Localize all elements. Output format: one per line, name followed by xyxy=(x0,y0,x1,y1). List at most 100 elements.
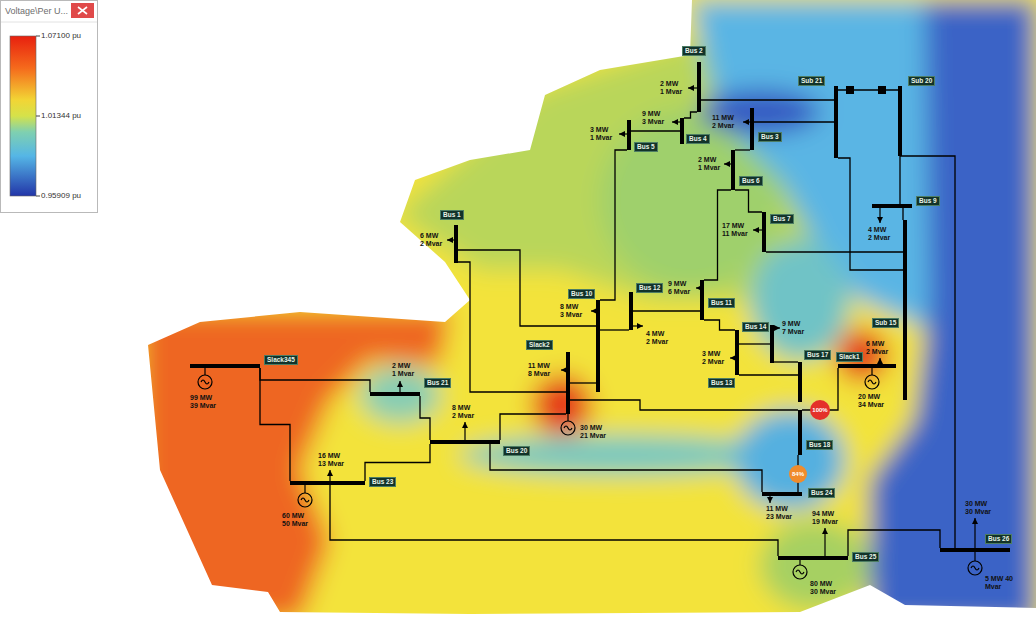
bus-name-tag: Sub 15 xyxy=(872,318,899,328)
transmission-line xyxy=(735,149,750,150)
bus-name-tag: Bus 5 xyxy=(634,142,658,152)
bus-bar: Bus 4 xyxy=(680,118,684,144)
bus-name-tag: Bus 10 xyxy=(568,289,595,299)
legend-title: Voltage\Per U... xyxy=(5,6,68,16)
flow-percent: 100% xyxy=(812,407,827,414)
bus-bar: Slack345 xyxy=(190,364,260,368)
power-value: 8 MW 2 Mvar xyxy=(452,404,476,420)
load-arrow xyxy=(672,121,680,122)
contour-mid xyxy=(760,520,870,610)
load-arrow xyxy=(753,229,762,230)
transmission-line xyxy=(704,320,735,330)
load-arrow xyxy=(619,133,627,134)
power-value: 9 MW 6 Mvar xyxy=(668,280,692,296)
power-value: 80 MW 30 Mvar xyxy=(810,580,838,596)
generator-symbol xyxy=(561,421,575,435)
bus-bar: Bus 5 xyxy=(627,120,631,150)
bus-bar: Bus 3 xyxy=(750,108,754,150)
bus-name-tag: Bus 12 xyxy=(636,283,663,293)
contour-low xyxy=(870,0,1036,625)
bus-name-tag: Bus 7 xyxy=(770,214,794,224)
bus-name-tag: Bus 3 xyxy=(758,132,782,142)
power-value: 8 MW 3 Mvar xyxy=(560,303,584,319)
generator-wave xyxy=(971,566,979,570)
bus-name-tag: Bus 9 xyxy=(916,196,940,206)
bus-name-tag: Bus 25 xyxy=(852,552,879,562)
contour-high xyxy=(140,310,450,620)
bus-bar: Bus 26 xyxy=(940,548,1010,552)
bus-bar: Slack1 xyxy=(838,364,896,368)
transmission-line xyxy=(260,368,290,481)
power-value: 6 MW 2 Mvar xyxy=(420,232,444,248)
generator-wave xyxy=(301,498,309,502)
transmission-line xyxy=(684,112,697,118)
load-arrow xyxy=(399,381,400,392)
breaker-symbol xyxy=(846,86,854,94)
bus-name-tag: Bus 13 xyxy=(708,378,735,388)
load-arrow xyxy=(974,518,975,548)
load-arrow xyxy=(724,163,731,164)
bus-bar: Bus 24 xyxy=(762,492,802,496)
transmission-line xyxy=(458,250,596,326)
breaker-symbol xyxy=(878,86,886,94)
power-value: 11 MW 23 Mvar xyxy=(766,505,794,521)
load-arrow xyxy=(743,121,750,122)
bus-name-tag: Bus 6 xyxy=(739,176,763,186)
bus-name-tag: Bus 21 xyxy=(424,378,451,388)
generator-lead xyxy=(871,368,872,375)
bus-name-tag: Bus 1 xyxy=(440,210,464,220)
bus-bar: Bus 10 xyxy=(596,300,600,392)
load-arrow xyxy=(879,208,880,223)
power-value: 30 MW 21 Mvar xyxy=(580,424,608,440)
transmission-line xyxy=(570,400,798,410)
transmission-line xyxy=(902,208,903,220)
power-value: 99 MW 39 Mvar xyxy=(190,394,218,410)
bus-name-tag: Bus 11 xyxy=(708,298,735,308)
scale-tick xyxy=(36,36,40,37)
bus-name-tag: Bus 23 xyxy=(369,477,396,487)
transmission-line xyxy=(774,361,798,362)
load-arrow xyxy=(824,528,825,556)
transmission-line xyxy=(600,150,627,300)
transmission-line xyxy=(701,99,834,100)
power-value: 16 MW 13 Mvar xyxy=(318,452,346,468)
bus-bar: Bus 11 xyxy=(700,280,704,320)
power-value: 17 MW 11 Mvar xyxy=(722,222,749,238)
legend-panel xyxy=(1,1,98,213)
bus-name-tag: Sub 20 xyxy=(908,76,935,86)
bus-name-tag: Slack1 xyxy=(836,352,863,362)
generator-symbol xyxy=(198,375,212,389)
generator-lead xyxy=(304,485,305,493)
power-value: 2 MW 1 Mvar xyxy=(660,80,684,96)
bus-bar: Bus 20 xyxy=(430,440,500,444)
transmission-line xyxy=(600,329,629,330)
transmission-line xyxy=(902,156,955,548)
contour-mid xyxy=(750,240,850,360)
bus-name-tag: Bus 20 xyxy=(503,446,530,456)
close-button xyxy=(71,3,94,18)
transmission-line xyxy=(365,444,430,481)
power-value: 30 MW 30 Mvar xyxy=(965,500,993,516)
bus-name-tag: Bus 14 xyxy=(742,322,769,332)
power-value: 2 MW 1 Mvar xyxy=(392,362,416,378)
close-icon xyxy=(78,7,87,14)
scale-value: 1.01344 pu xyxy=(41,112,81,120)
bus-name-tag: Slack2 xyxy=(526,340,553,350)
bus-name-tag: Bus 2 xyxy=(682,46,706,56)
bus-bar: Sub 15 xyxy=(903,220,907,400)
generator-wave xyxy=(868,380,876,384)
load-arrow xyxy=(774,327,780,328)
transmission-line xyxy=(633,310,700,311)
load-arrow xyxy=(329,470,330,481)
contour-low xyxy=(700,90,820,134)
scale-tick xyxy=(36,196,40,197)
transmission-line xyxy=(766,251,903,252)
generator-wave xyxy=(201,380,209,384)
flow-percent-circle: 84% xyxy=(789,465,807,483)
load-arrow xyxy=(688,87,697,88)
bus-name-tag: Sub 21 xyxy=(798,76,825,86)
transmission-line xyxy=(739,343,770,344)
scale-tick xyxy=(36,116,40,117)
scale-value: 1.07100 pu xyxy=(41,32,81,40)
